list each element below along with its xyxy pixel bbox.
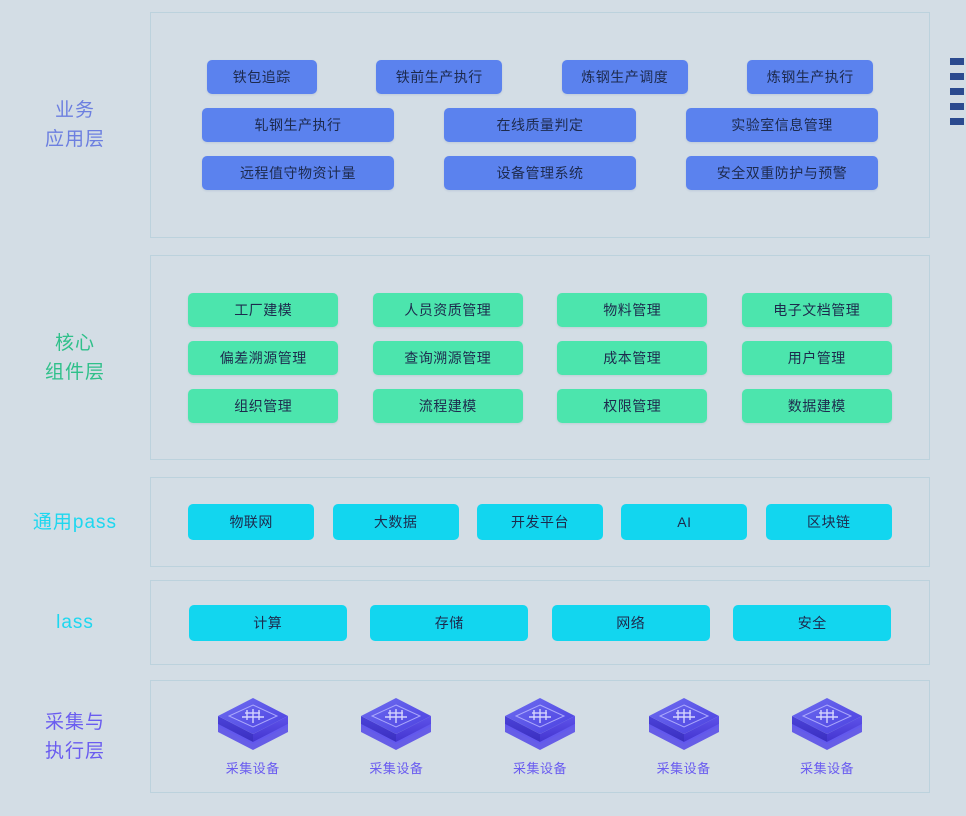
chip-user-management[interactable]: 用户管理 [741, 340, 892, 375]
chip-iot[interactable]: 物联网 [188, 504, 315, 540]
chip-steelmaking-execution[interactable]: 炼钢生产执行 [747, 60, 874, 94]
layer-acquisition-execution: 采集与 执行层 [0, 680, 930, 793]
chip-edoc-management[interactable]: 电子文档管理 [741, 292, 892, 327]
layer-core-component: 核心 组件层 工厂建模 人员资质管理 物料管理 电子文档管理 偏差溯源管理 查询… [0, 255, 930, 460]
device-item[interactable]: 采集设备 [344, 696, 448, 777]
chip-data-modeling[interactable]: 数据建模 [741, 388, 892, 423]
chip-network[interactable]: 网络 [551, 604, 710, 641]
chip-storage[interactable]: 存储 [370, 604, 529, 641]
chip-big-data[interactable]: 大数据 [332, 504, 459, 540]
layer-panel-paas: 物联网 大数据 开发平台 AI 区块链 [150, 477, 930, 567]
chip-row: 轧钢生产执行 在线质量判定 实验室信息管理 [151, 108, 929, 142]
bullet-marker-icon [950, 88, 964, 95]
device-item[interactable]: 采集设备 [488, 696, 592, 777]
layer-label-paas: 通用pass [32, 511, 118, 533]
chip-query-traceability[interactable]: 查询溯源管理 [372, 340, 523, 375]
chip-personnel-qualification[interactable]: 人员资质管理 [372, 292, 523, 327]
chip-cost-management[interactable]: 成本管理 [557, 340, 708, 375]
device-item[interactable]: 采集设备 [632, 696, 736, 777]
acquisition-device-cube-icon [504, 698, 575, 750]
device-row: 采集设备 [151, 696, 929, 777]
chip-remote-material-metering[interactable]: 远程值守物资计量 [202, 156, 394, 190]
chip-row: 组织管理 流程建模 权限管理 数据建模 [151, 388, 929, 423]
layer-label-iaas: lass [56, 612, 94, 633]
acquisition-device-cube-icon [217, 698, 288, 750]
right-edge-bullet-markers [950, 58, 966, 125]
bullet-marker-icon [950, 58, 964, 65]
device-caption: 采集设备 [512, 761, 567, 776]
layer-label-core-component: 核心 组件层 [44, 332, 105, 383]
layer-paas: 通用pass 物联网 大数据 开发平台 AI 区块链 [0, 477, 930, 567]
chip-blockchain[interactable]: 区块链 [765, 504, 892, 540]
chip-row: 物联网 大数据 开发平台 AI 区块链 [151, 504, 929, 540]
layer-panel-acquisition-execution: 采集设备 [150, 680, 930, 793]
layer-label-acquisition-execution: 采集与 执行层 [44, 711, 105, 762]
device-caption: 采集设备 [225, 761, 280, 776]
chip-online-quality-judgement[interactable]: 在线质量判定 [444, 108, 636, 142]
chip-row: 远程值守物资计量 设备管理系统 安全双重防护与预警 [151, 156, 929, 190]
chip-ai[interactable]: AI [621, 504, 748, 540]
acquisition-device-cube-icon [792, 698, 863, 750]
layer-business-application: 业务 应用层 铁包追踪 铁前生产执行 炼钢生产调度 炼钢生产执行 轧钢生产执行 … [0, 12, 966, 238]
acquisition-device-cube-icon [361, 698, 432, 750]
device-item[interactable]: 采集设备 [775, 696, 879, 777]
layer-panel-business-application: 铁包追踪 铁前生产执行 炼钢生产调度 炼钢生产执行 轧钢生产执行 在线质量判定 … [150, 12, 930, 238]
layer-iaas: lass 计算 存储 网络 安全 [0, 580, 930, 665]
device-caption: 采集设备 [656, 761, 711, 776]
chip-row: 偏差溯源管理 查询溯源管理 成本管理 用户管理 [151, 340, 929, 375]
acquisition-device-cube-icon [648, 698, 719, 750]
device-caption: 采集设备 [800, 761, 855, 776]
chip-row: 工厂建模 人员资质管理 物料管理 电子文档管理 [151, 292, 929, 327]
chip-tiebao-tracking[interactable]: 铁包追踪 [206, 60, 317, 94]
layer-panel-core-component: 工厂建模 人员资质管理 物料管理 电子文档管理 偏差溯源管理 查询溯源管理 成本… [150, 255, 930, 460]
bullet-marker-icon [950, 103, 964, 110]
chip-compute[interactable]: 计算 [188, 604, 347, 641]
device-caption: 采集设备 [369, 761, 424, 776]
chip-security[interactable]: 安全 [733, 604, 892, 641]
chip-row: 铁包追踪 铁前生产执行 炼钢生产调度 炼钢生产执行 [151, 60, 929, 94]
chip-process-modeling[interactable]: 流程建模 [372, 388, 523, 423]
chip-ironmaking-execution[interactable]: 铁前生产执行 [376, 60, 503, 94]
chip-permission-management[interactable]: 权限管理 [557, 388, 708, 423]
chip-lab-information-management[interactable]: 实验室信息管理 [686, 108, 878, 142]
chip-dev-platform[interactable]: 开发平台 [476, 504, 603, 540]
chip-organization-management[interactable]: 组织管理 [188, 388, 339, 423]
bullet-marker-icon [950, 118, 964, 125]
layer-label-business-application: 业务 应用层 [44, 100, 105, 150]
chip-steelmaking-scheduling[interactable]: 炼钢生产调度 [561, 60, 688, 94]
chip-row: 计算 存储 网络 安全 [151, 604, 929, 641]
bullet-marker-icon [950, 73, 964, 80]
chip-safety-dual-prevention-warning[interactable]: 安全双重防护与预警 [686, 156, 878, 190]
chip-deviation-traceability[interactable]: 偏差溯源管理 [188, 340, 339, 375]
layer-panel-iaas: 计算 存储 网络 安全 [150, 580, 930, 665]
chip-factory-modeling[interactable]: 工厂建模 [188, 292, 339, 327]
device-item[interactable]: 采集设备 [201, 696, 305, 777]
chip-equipment-management-system[interactable]: 设备管理系统 [444, 156, 636, 190]
chip-rolling-execution[interactable]: 轧钢生产执行 [202, 108, 394, 142]
chip-material-management[interactable]: 物料管理 [557, 292, 708, 327]
